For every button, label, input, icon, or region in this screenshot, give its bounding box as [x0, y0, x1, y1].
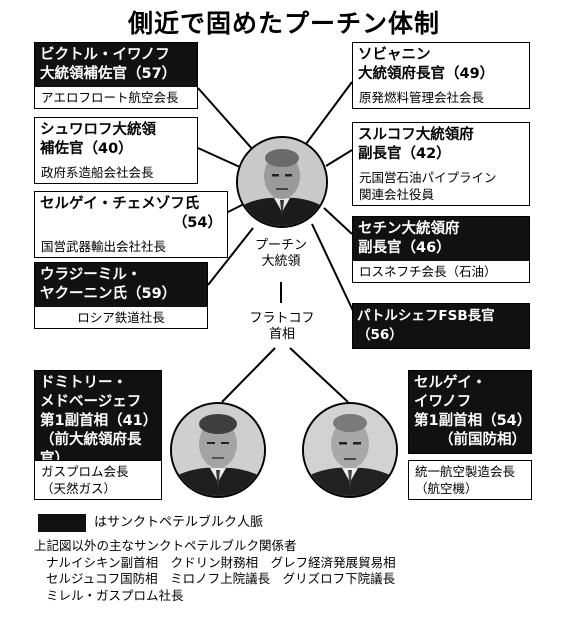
card-header: セチン大統領府 副長官（46） [353, 217, 529, 261]
affiliation-line: 関連会社役員 [359, 187, 435, 202]
person-name-age: ヤクーニン氏（59） [40, 286, 177, 302]
person-name: ソビャニン [358, 47, 431, 63]
person-name: イワノフ [414, 394, 472, 410]
other-associates: 上記図以外の主なサンクトペテルブルク関係者 ナルイシキン副首相 クドリン財務相 … [34, 538, 396, 604]
medvedev-portrait [170, 402, 266, 498]
connector-chemezov [227, 203, 245, 213]
card-sergei-ivanov-affiliation: 統一航空製造会長 （航空機） [408, 460, 532, 500]
card-medvedev: ドミトリー・ メドベージェフ 第1副首相（41） （前大統領府長官） [34, 370, 162, 473]
card-chemezov: セルゲイ・チェメゾフ氏 （54） 国営武器輸出会社社長 [34, 191, 228, 258]
person-name: メドベージェフ [40, 394, 142, 410]
person-name: セルゲイ・ [414, 375, 487, 391]
person-name: ドミトリー・ [40, 375, 127, 391]
fradkov-title: 首相 [268, 327, 295, 342]
legend-swatch [38, 514, 86, 532]
putin-label: プーチン 大統領 [246, 238, 316, 270]
other-associates-line: ナルイシキン副首相 クドリン財務相 グレフ経済発展貿易相 [46, 554, 396, 570]
connector-fradkov-ivanov [289, 347, 349, 403]
person-affiliation: 原発燃料管理会社会長 [359, 90, 485, 105]
connector-surkov [325, 149, 353, 167]
connector-fradkov-medvedev [221, 347, 276, 403]
card-header: ドミトリー・ メドベージェフ 第1副首相（41） （前大統領府長官） [35, 371, 161, 472]
person-name: シュワロフ大統領 [40, 122, 156, 138]
person-position: 第1副首相（41） [40, 413, 158, 429]
card-medvedev-affiliation: ガスプロム会長 （天然ガス） [34, 460, 162, 500]
putin-title: 大統領 [261, 254, 301, 269]
card-patrushev: パトルシェフFSB長官（56） [352, 303, 530, 349]
putin-name: プーチン [254, 238, 307, 253]
person-affiliation: 統一航空製造会長 （航空機） [409, 461, 531, 499]
card-header: ウラジーミル・ ヤクーニン氏（59） [35, 263, 207, 307]
person-former-position: （前国防相） [439, 432, 526, 448]
card-sobyanin: ソビャニン 大統領府長官（49） 原発燃料管理会社会長 [352, 42, 530, 109]
person-position: 大統領府長官（49） [358, 66, 495, 82]
connector-shuvalov [197, 147, 243, 169]
card-header: セルゲイ・チェメゾフ氏 （54） [35, 192, 227, 236]
fradkov-label: フラトコフ 首相 [240, 311, 324, 343]
fradkov-name: フラトコフ [249, 311, 315, 326]
person-name-position: パトルシェフFSB長官（56） [353, 304, 529, 348]
person-affiliation: ロスネフチ会長（石油） [359, 264, 497, 279]
connector-patrushev [311, 223, 356, 316]
person-position: 副長官（42） [358, 146, 451, 162]
card-shuvalov: シュワロフ大統領 補佐官（40） 政府系造船会社会長 [34, 117, 198, 184]
affiliation-line: （航空機） [415, 481, 478, 496]
person-position: 第1副首相（54） [414, 413, 532, 429]
person-name: セチン大統領府 [358, 221, 460, 237]
affiliation-line: 統一航空製造会長 [415, 464, 516, 479]
person-age: （54） [172, 215, 222, 231]
other-associates-line: セルジュコフ国防相 ミロノフ上院議長 グリズロフ下院議長 [46, 571, 396, 586]
person-position: 補佐官（40） [40, 141, 133, 157]
card-yakunin: ウラジーミル・ ヤクーニン氏（59） ロシア鉄道社長 [34, 262, 208, 329]
affiliation-line: （天然ガス） [41, 481, 117, 496]
sergei-ivanov-portrait [302, 402, 398, 498]
person-affiliation: 政府系造船会社会長 [41, 165, 154, 180]
person-name: セルゲイ・チェメゾフ氏 [40, 196, 200, 212]
card-header: ビクトル・イワノフ 大統領補佐官（57） [35, 43, 197, 87]
person-affiliation: ロシア鉄道社長 [77, 310, 165, 325]
connector-sobyanin [302, 81, 353, 149]
person-position: 大統領補佐官（57） [40, 66, 177, 82]
person-position: 副長官（46） [358, 240, 451, 256]
diagram-title: 側近で固めたプーチン体制 [127, 9, 440, 38]
person-affiliation: アエロフロート航空会長 [41, 90, 179, 105]
card-sechin: セチン大統領府 副長官（46） ロスネフチ会長（石油） [352, 216, 530, 283]
card-surkov: スルコフ大統領府 副長官（42） 元国営石油パイプライン 関連会社役員 [352, 122, 530, 206]
person-affiliation: 元国営石油パイプライン 関連会社役員 [353, 167, 529, 205]
person-name: ウラジーミル・ [40, 267, 142, 283]
connector-sechin [323, 207, 353, 235]
affiliation-line: ガスプロム会長 [41, 464, 129, 479]
legend-label: はサンクトペテルブルク人脈 [94, 515, 264, 530]
person-affiliation: 国営武器輸出会社社長 [41, 239, 167, 254]
card-sergei-ivanov: セルゲイ・ イワノフ 第1副首相（54） （前国防相） [408, 370, 532, 454]
connector-yakunin [207, 227, 254, 286]
card-viktor-ivanov: ビクトル・イワノフ 大統領補佐官（57） アエロフロート航空会長 [34, 42, 198, 109]
other-associates-line: ミレル・ガスプロム社長 [46, 587, 184, 603]
putin-portrait [236, 136, 328, 228]
other-associates-heading: 上記図以外の主なサンクトペテルブルク関係者 [34, 538, 297, 553]
person-affiliation: ガスプロム会長 （天然ガス） [35, 461, 161, 499]
card-header: スルコフ大統領府 副長官（42） [353, 123, 529, 167]
person-name: ビクトル・イワノフ [40, 47, 170, 63]
card-header: シュワロフ大統領 補佐官（40） [35, 118, 197, 162]
person-name: スルコフ大統領府 [358, 127, 474, 143]
card-header: セルゲイ・ イワノフ 第1副首相（54） （前国防相） [409, 371, 531, 453]
card-header: ソビャニン 大統領府長官（49） [353, 43, 529, 87]
affiliation-line: 元国営石油パイプライン [359, 170, 497, 185]
